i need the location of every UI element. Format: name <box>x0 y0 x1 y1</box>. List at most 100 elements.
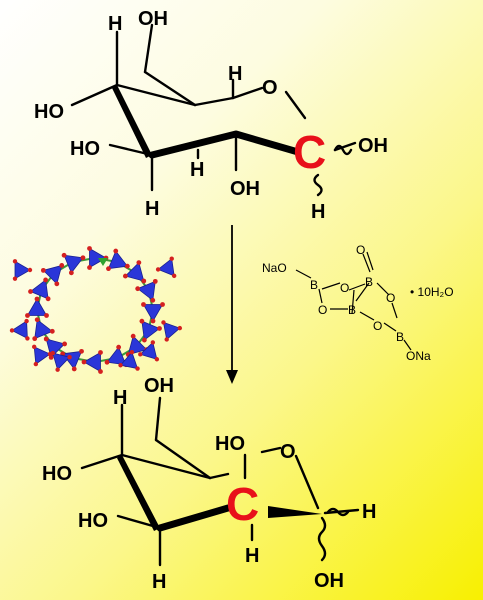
borax-structure: NaO B O B O O O B O B ONa • 10H₂O <box>262 243 454 363</box>
zeolite-tetrahedron <box>61 350 83 370</box>
top-oh-upper: OH <box>138 8 168 30</box>
zeolite-oxygen-atom <box>32 336 38 342</box>
zeolite-oxygen-atom <box>169 256 174 261</box>
top-h-bottom-left: H <box>145 198 159 220</box>
zeolite-tetrahedron <box>124 261 145 282</box>
zeolite-tetrahedron <box>142 304 164 322</box>
zeolite-oxygen-atom <box>171 273 177 279</box>
zeolite-oxygen-atom <box>80 255 86 261</box>
top-h-upper: H <box>108 13 122 35</box>
zeolite-oxygen-atom <box>138 352 143 357</box>
zeolite-oxygen-atom <box>54 281 60 287</box>
borax-nao-left: NaO <box>262 261 287 275</box>
zeolite-oxygen-atom <box>43 336 49 342</box>
zeolite-oxygen-atom <box>40 267 46 273</box>
top-highlighted-carbon: C <box>293 126 326 178</box>
zeolite-tetrahedron <box>106 346 127 366</box>
top-sugar-molecule: H OH HO H O HO H OH OH H H C <box>34 8 388 223</box>
zeolite-oxygen-atom <box>160 302 165 307</box>
zeolite-tetrahedron <box>11 320 28 340</box>
zeolite-oxygen-atom <box>25 313 30 318</box>
zeolite-oxygen-atom <box>81 359 87 365</box>
bottom-h-upper: H <box>113 387 127 409</box>
zeolite-oxygen-atom <box>113 248 119 254</box>
zeolite-oxygen-atom <box>135 286 141 292</box>
zeolite-tetrahedron <box>34 318 54 340</box>
top-h-bottom-right: H <box>311 201 325 223</box>
zeolite-oxygen-atom <box>155 267 161 272</box>
zeolite-oxygen-atom <box>49 328 55 334</box>
zeolite-oxygen-atom <box>150 340 156 345</box>
zeolite-active-site <box>98 258 108 266</box>
borax-b2: B <box>365 275 373 289</box>
zeolite-tetrahedron <box>136 280 156 302</box>
zeolite-oxygen-atom <box>136 260 142 266</box>
zeolite-oxygen-atom <box>124 263 130 269</box>
zeolite-tetrahedron <box>29 279 49 300</box>
zeolite-oxygen-atom <box>141 337 147 343</box>
zeolite-oxygen-atom <box>27 267 33 273</box>
zeolite-oxygen-atom <box>87 265 92 270</box>
zeolite-oxygen-atom <box>59 263 65 268</box>
zeolite-oxygen-atom <box>135 366 140 371</box>
zeolite-tetrahedron <box>63 254 84 274</box>
borax-ona: ONa <box>406 349 431 363</box>
zeolite-oxygen-atom <box>98 350 103 355</box>
zeolite-tetrahedron <box>119 351 139 370</box>
zeolite-oxygen-atom <box>43 277 49 283</box>
top-molecule-bonds <box>70 23 357 197</box>
zeolite-oxygen-atom <box>44 313 49 318</box>
top-ho-mid: HO <box>70 138 100 160</box>
zeolite-oxygen-atom <box>152 278 158 284</box>
borax-o3: O <box>386 291 395 305</box>
zeolite-oxygen-atom <box>50 350 55 356</box>
zeolite-oxygen-atom <box>28 289 33 294</box>
zeolite-oxygen-atom <box>161 320 166 325</box>
zeolite-oxygen-atom <box>150 318 156 324</box>
top-h-ring: H <box>228 63 242 85</box>
zeolite-oxygen-atom <box>68 270 74 276</box>
zeolite-tetrahedron <box>83 351 101 373</box>
top-o-ring: O <box>262 77 278 99</box>
zeolite-framework-illustration <box>9 246 183 374</box>
zeolite-tetrahedron <box>157 257 175 277</box>
borax-b4: B <box>396 330 404 344</box>
bottom-ho-left: HO <box>42 463 72 485</box>
zeolite-oxygen-atom <box>34 296 40 302</box>
bottom-h-bottom-left: H <box>152 571 166 593</box>
zeolite-oxygen-atom <box>79 348 84 354</box>
top-oh-right: OH <box>358 135 388 157</box>
bottom-ho-ring: HO <box>215 433 245 455</box>
zeolite-oxygen-atom <box>154 357 160 362</box>
zeolite-oxygen-atom <box>33 361 39 367</box>
bottom-h-mid: H <box>245 545 259 567</box>
zeolite-oxygen-atom <box>45 296 51 302</box>
zeolite-oxygen-atom <box>122 273 128 279</box>
zeolite-oxygen-atom <box>141 302 146 307</box>
zeolite-tetrahedron <box>139 341 158 360</box>
zeolite-oxygen-atom <box>62 341 68 347</box>
bottom-o-ring: O <box>280 441 296 463</box>
zeolite-oxygen-atom <box>61 252 67 258</box>
zeolite-oxygen-atom <box>12 276 18 281</box>
zeolite-oxygen-atom <box>25 336 30 341</box>
borax-b3: B <box>348 303 356 317</box>
zeolite-tetrahedron <box>52 352 71 371</box>
bottom-molecule-bonds <box>80 396 360 567</box>
bottom-h-right: H <box>362 501 376 523</box>
zeolite-tetrahedron <box>89 247 107 269</box>
borax-o1: O <box>340 281 349 295</box>
zeolite-oxygen-atom <box>9 328 15 333</box>
borax-o4: O <box>373 319 382 333</box>
zeolite-oxygen-atom <box>139 318 145 324</box>
zeolite-oxygen-atom <box>157 326 162 331</box>
zeolite-oxygen-atom <box>71 366 77 372</box>
zeolite-oxygen-atom <box>12 259 18 264</box>
borax-bonds <box>295 251 412 351</box>
zeolite-oxygen-atom <box>130 333 136 339</box>
borax-b1: B <box>310 278 318 292</box>
bottom-ho-mid: HO <box>78 510 108 532</box>
zeolite-oxygen-atom <box>141 278 147 284</box>
zeolite-oxygen-atom <box>164 337 169 342</box>
